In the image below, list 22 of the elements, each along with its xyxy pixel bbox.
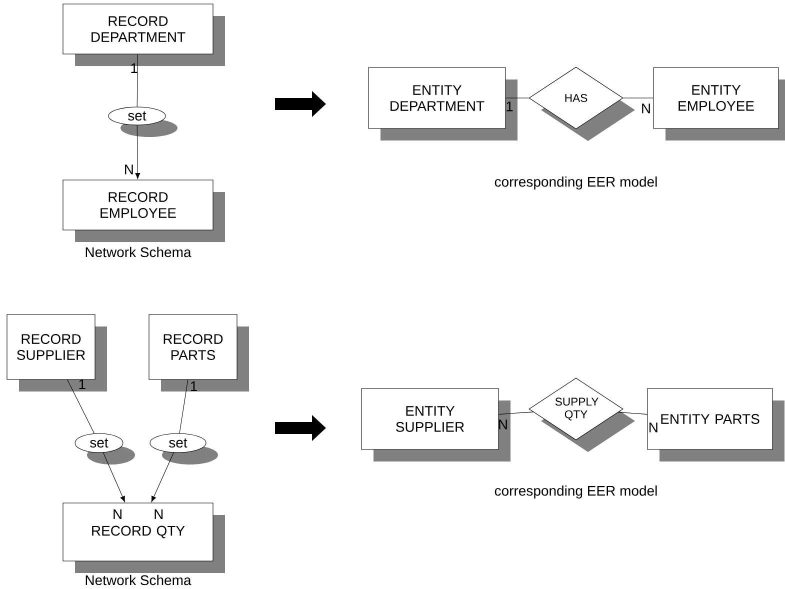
cardinality-label: N [125, 164, 133, 174]
cardinality-label: N [650, 422, 658, 432]
cardinality-label: 1 [506, 102, 513, 112]
model-caption: corresponding EER model [494, 176, 657, 190]
cardinality-label: N [499, 420, 507, 430]
cardinality-label: 1 [190, 381, 197, 392]
model-caption: corresponding EER model [494, 485, 657, 499]
connector-line [498, 412, 534, 415]
record-box: RECORD EMPLOYEE [62, 180, 225, 242]
connector-line [136, 54, 138, 107]
cardinality-label: 1 [131, 63, 138, 73]
schema-caption: Network Schema [86, 246, 192, 258]
cardinality-label: N [642, 104, 650, 114]
connector-line [618, 412, 648, 415]
entity-box: ENTITY EMPLOYEE [653, 67, 785, 140]
connector-line [102, 452, 126, 502]
connector-line [151, 452, 174, 502]
cardinality-label: N [154, 509, 163, 520]
connector-line [67, 380, 94, 434]
connector-line [135, 125, 140, 179]
cardinality-label: N [114, 509, 122, 520]
cardinality-label: 1 [79, 379, 86, 390]
